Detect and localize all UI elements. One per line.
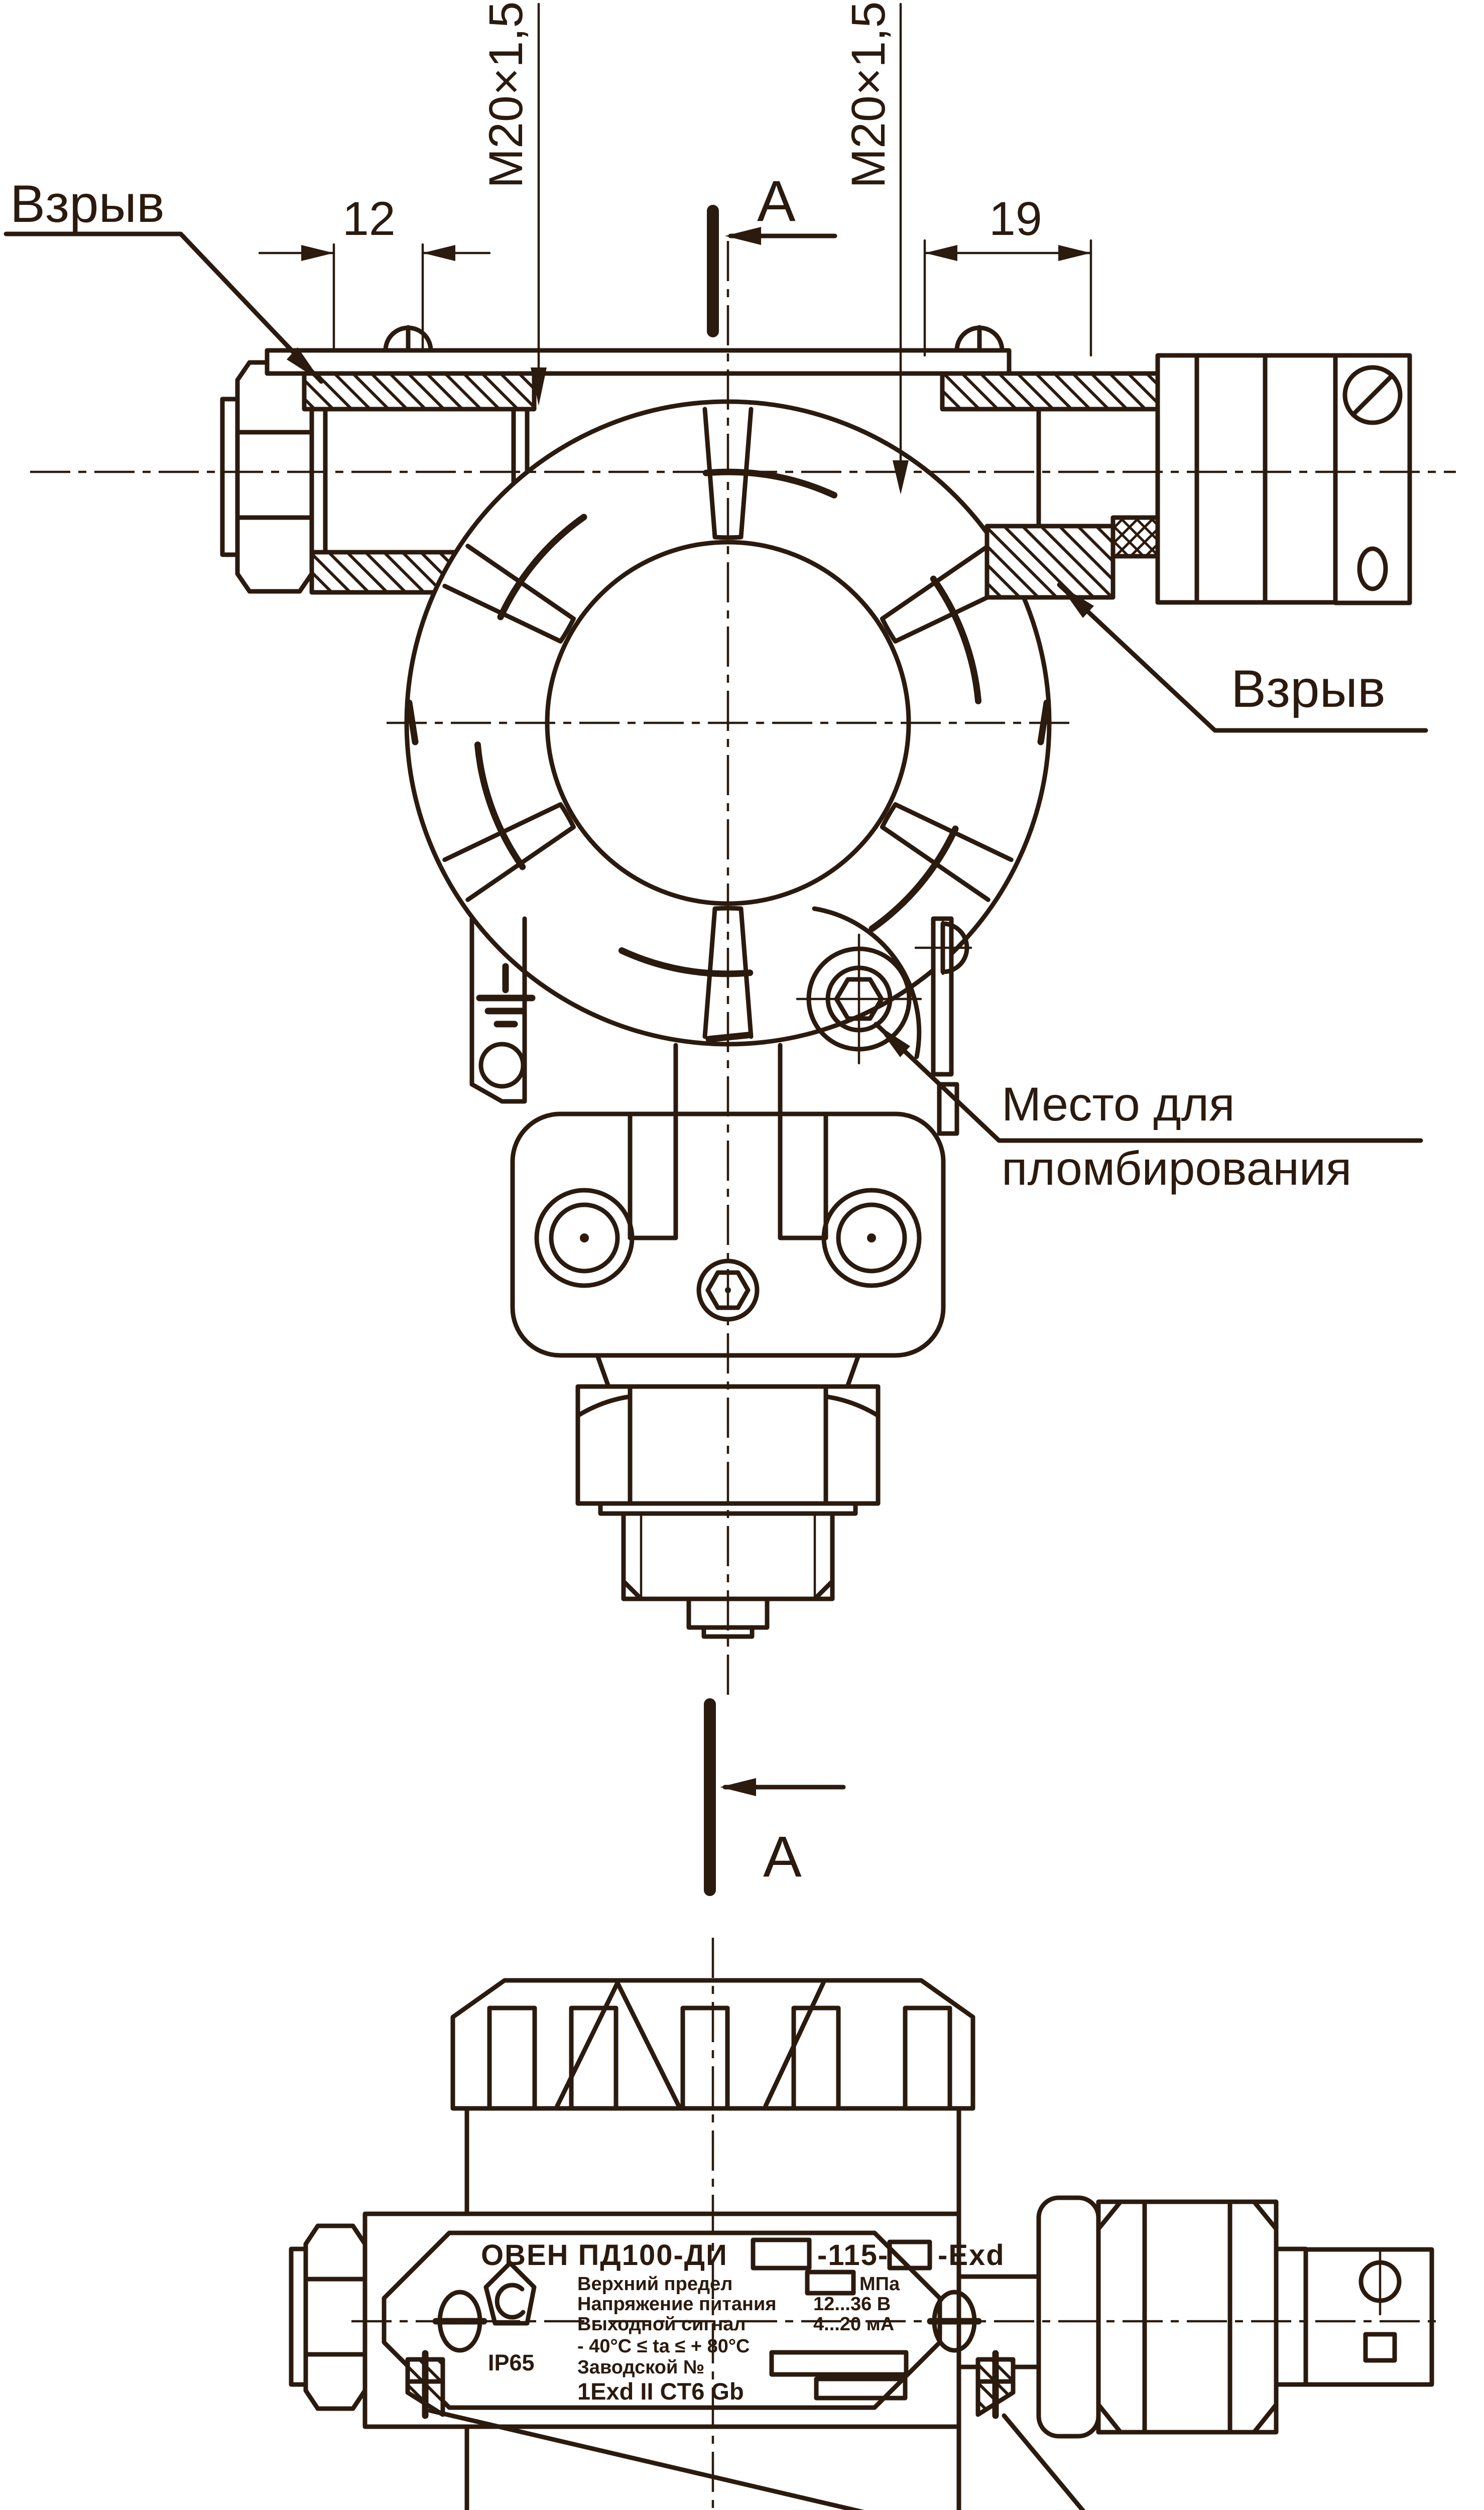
nameplate-row2-value: 12...36 В xyxy=(813,2294,891,2315)
section-arrow-bottom: А xyxy=(704,1698,846,1896)
thread-label-left: M20×1,5 xyxy=(479,2,547,406)
nameplate-model-suffix: -Exd xyxy=(938,2239,1005,2272)
nameplate-row1-label: Верхний предел xyxy=(577,2274,732,2295)
dimension-12: 12 xyxy=(258,192,491,353)
nameplate-row2-label: Напряжение питания xyxy=(577,2294,777,2315)
bracket-screw-icon xyxy=(940,921,969,974)
seal-note-line1: Место для xyxy=(1002,1078,1235,1131)
seal-screw-assembly xyxy=(796,906,972,1136)
nameplate-row3-value: 4...20 мА xyxy=(813,2314,894,2335)
nameplate-row1-unit: МПа xyxy=(859,2274,900,2295)
right-cable-gland-bottom xyxy=(956,2195,1434,2439)
annotation-explosion-left: Взрыв xyxy=(4,175,324,384)
certification-mark-icon xyxy=(483,2261,537,2326)
explosion-right-label: Взрыв xyxy=(1231,660,1386,718)
bottom-view: ОВЕН ПД100-ДИ -115- -Exd Верхний предел … xyxy=(289,1938,1436,2510)
dim-12-label: 12 xyxy=(342,192,396,245)
mounting-bracket-left xyxy=(469,916,536,1104)
nameplate-model-prefix: ОВЕН ПД100-ДИ xyxy=(481,2239,728,2272)
top-view: Взрыв 12 M20×1,5 А M20×1,5 xyxy=(4,2,1456,1896)
nameplate-serial-box xyxy=(769,2350,909,2377)
nameplate-ip-rating: IP65 xyxy=(488,2350,535,2375)
side-plug-right xyxy=(821,1188,922,1288)
centerlines-top-view xyxy=(30,241,1456,1697)
section-label-bottom: А xyxy=(763,1825,802,1889)
nameplate-serial-label: Заводской № xyxy=(577,2357,704,2378)
nameplate-text: ОВЕН ПД100-ДИ -115- -Exd Верхний предел … xyxy=(481,2237,1005,2405)
section-arrow-top: А xyxy=(707,169,837,337)
explosion-left-label: Взрыв xyxy=(10,175,165,233)
annotation-lock-screw: Стопорный винт xyxy=(428,2408,1086,2510)
nameplate-model-box1 xyxy=(751,2237,812,2271)
crown-top xyxy=(450,1978,975,2111)
thread-right-label: M20×1,5 xyxy=(842,2,895,188)
annotation-seal-place: Место для пломбирования xyxy=(874,1022,1423,1195)
seal-note-line2: пломбирования xyxy=(1002,1142,1351,1195)
centerlines-bottom-view xyxy=(351,1938,1436,2510)
thread-left-label: M20×1,5 xyxy=(479,2,533,188)
dim-19-label: 19 xyxy=(989,192,1042,245)
section-label-top: А xyxy=(757,169,796,233)
side-plug-left xyxy=(534,1188,635,1288)
lock-screw-right xyxy=(975,2350,1016,2419)
nameplate-ex-marking: 1Exd II CT6 Gb xyxy=(577,2378,744,2405)
nameplate-ex-box xyxy=(814,2376,908,2401)
annotation-explosion-right: Взрыв xyxy=(1057,582,1428,733)
nameplate-row1-box xyxy=(805,2270,856,2296)
left-cable-entry-plug xyxy=(220,360,537,595)
nameplate-row3-label: Выходной сигнал xyxy=(577,2314,746,2335)
thread-label-right: M20×1,5 xyxy=(842,2,909,494)
top-cover-plate xyxy=(265,325,1012,376)
nameplate-model-box2 xyxy=(887,2239,932,2271)
nameplate-model-mid: -115- xyxy=(817,2239,889,2272)
dimension-19: 19 xyxy=(923,192,1092,357)
gland-screw-icon xyxy=(1342,365,1403,425)
seal-screw-icon xyxy=(796,933,922,1065)
right-cable-gland xyxy=(940,353,1412,605)
left-hex-plug-bottom xyxy=(289,2223,367,2411)
nameplate-temp-range: - 40°С ≤ tа ≤ + 80°С xyxy=(577,2336,750,2357)
ground-icon xyxy=(476,963,536,1028)
